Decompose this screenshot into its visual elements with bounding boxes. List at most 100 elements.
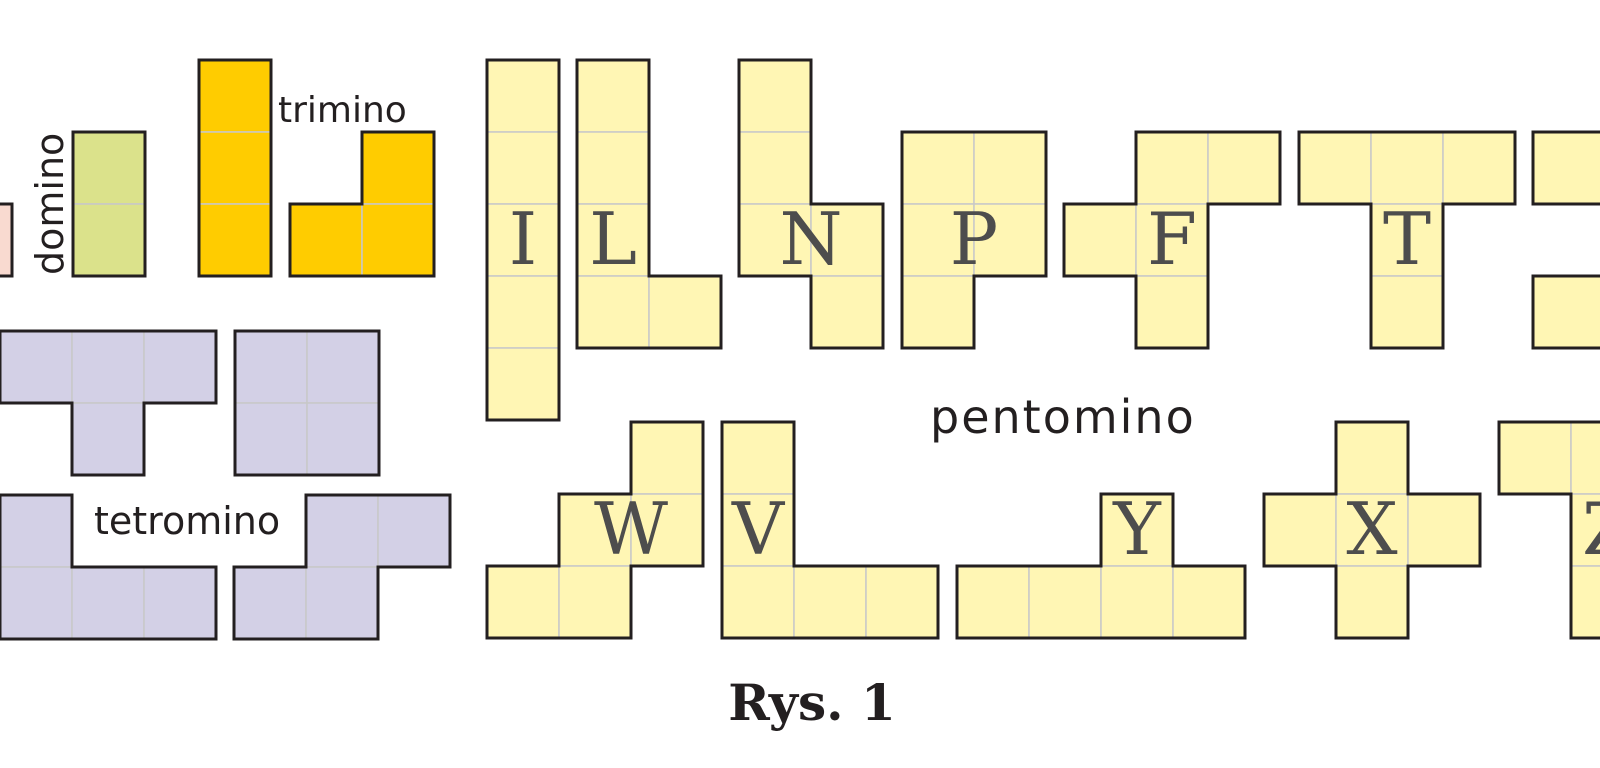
tetromino-s-piece [232,493,452,641]
domino-label: domino [28,133,72,275]
piece-cell [1135,131,1209,205]
piece-cell [306,330,380,404]
pentomino-p-piece: P [900,130,1048,350]
piece-cell [793,565,867,639]
piece-cell [1335,565,1409,639]
piece-cell [738,131,812,205]
piece-cell [1207,131,1281,205]
piece-cell [576,59,650,133]
piece-cell [738,59,812,133]
piece-cell [648,275,722,349]
piece-cell [1498,421,1572,495]
piece-cell [1263,493,1337,567]
piece-cell [1407,493,1481,567]
piece-cell [721,565,795,639]
piece-cell [1532,275,1600,349]
piece-cell [956,565,1030,639]
piece-cell [1063,203,1137,277]
tetromino-o-piece [233,329,381,477]
piece-cell [1570,565,1600,639]
piece-cell [0,203,13,277]
pentomino-l-piece: L [575,58,723,350]
piece-cell [198,131,272,205]
piece-letter-f: F [1147,197,1197,281]
trimino-label: trimino [278,90,407,131]
piece-cell [1370,131,1444,205]
piece-cell [143,566,217,640]
piece-cell [576,131,650,205]
piece-cell [71,566,145,640]
piece-letter-w: W [594,487,668,571]
piece-cell [1442,131,1516,205]
piece-cell [71,402,145,476]
piece-cell [973,131,1047,205]
piece-cell [0,494,73,568]
piece-cell [1335,421,1409,495]
pentomino-z-piece: Z [1497,420,1600,640]
piece-cell [576,275,650,349]
labels-layer: domino trimino tetromino pentomino Rys. … [28,90,1194,732]
piece-cell [486,275,560,349]
piece-cell [198,203,272,277]
piece-cell [361,131,435,205]
piece-cell [1172,565,1246,639]
tetromino-l-piece [0,493,218,641]
pentomino-i-piece: I [485,58,561,422]
piece-cell [198,59,272,133]
tetromino-t-piece [0,329,218,477]
piece-cell [0,566,73,640]
trimino-l-piece [288,130,436,278]
pentomino-x-piece: X [1262,420,1482,640]
piece-letter-t: T [1383,197,1431,281]
piece-letter-v: V [731,487,786,571]
piece-cell [558,493,632,567]
piece-cell [1135,203,1209,277]
piece-cell [1135,275,1209,349]
piece-cell [361,203,435,277]
piece-cell [1532,131,1600,205]
trimino-i-piece [197,58,273,278]
piece-cell [558,565,632,639]
piece-cell [0,330,73,404]
pentomino-u-piece [1531,130,1600,350]
piece-letter-z: Z [1582,487,1600,571]
piece-cell [630,493,704,567]
piece-cell [486,59,560,133]
pentomino-y-piece: Y [955,487,1247,640]
figure-caption: Rys. 1 [728,673,895,732]
pentomino-n-piece: N [737,58,885,350]
pentomino-v-piece: V [720,420,940,640]
piece-letter-x: X [1346,487,1397,571]
piece-letter-l: L [589,197,637,281]
piece-cell [233,566,307,640]
piece-cell [1298,131,1372,205]
piece-cell [630,421,704,495]
piece-cell [486,347,560,421]
piece-cell [738,203,812,277]
piece-cell [486,131,560,205]
tetromino-label: tetromino [94,499,280,543]
piece-cell [1100,565,1174,639]
piece-letter-n: N [780,197,843,281]
pentomino-f-piece: F [1062,130,1282,350]
pentomino-w-piece: W [485,420,705,640]
piece-cell [234,330,308,404]
piece-cell [72,131,146,205]
piece-cell [901,275,975,349]
piece-cell [143,330,217,404]
piece-cell [306,402,380,476]
domino-piece [71,130,147,278]
piece-cell [486,565,560,639]
pentomino-t-piece: T [1297,130,1517,350]
monomino-piece [0,202,14,278]
piece-cell [1100,493,1174,567]
pieces-layer: IL NP F T WV Y X Z [0,58,1600,641]
piece-cell [72,203,146,277]
piece-letter-i: I [509,197,537,281]
piece-cell [234,402,308,476]
piece-cell [71,330,145,404]
piece-letter-y: Y [1112,487,1162,571]
piece-cell [810,275,884,349]
